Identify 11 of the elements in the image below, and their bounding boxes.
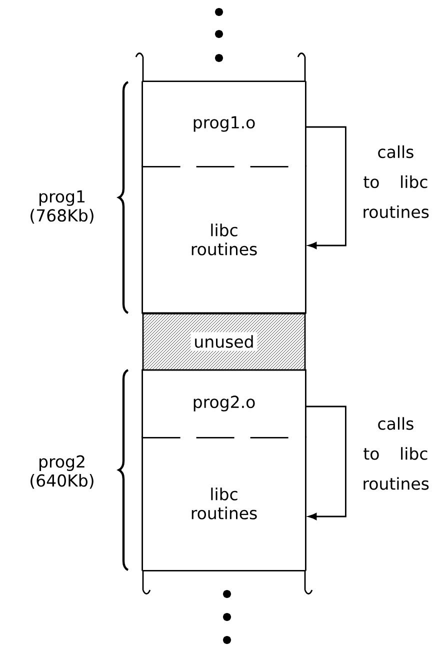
memory-region: prog1.o [142, 80, 306, 168]
call-arrow [306, 406, 346, 520]
memory-region: libc routines [142, 164, 306, 314]
region-size-label: prog2 (640Kb) [30, 455, 94, 489]
region-size-label: prog1 (768Kb) [30, 190, 94, 224]
hatched-region: unused [142, 312, 306, 371]
edge-label: calls to libc routines [364, 417, 429, 490]
memory-region: prog2.o [142, 368, 306, 438]
edge-label: calls to libc routines [364, 145, 429, 218]
memory-region: libc routines [142, 436, 306, 572]
call-arrow [306, 126, 346, 249]
